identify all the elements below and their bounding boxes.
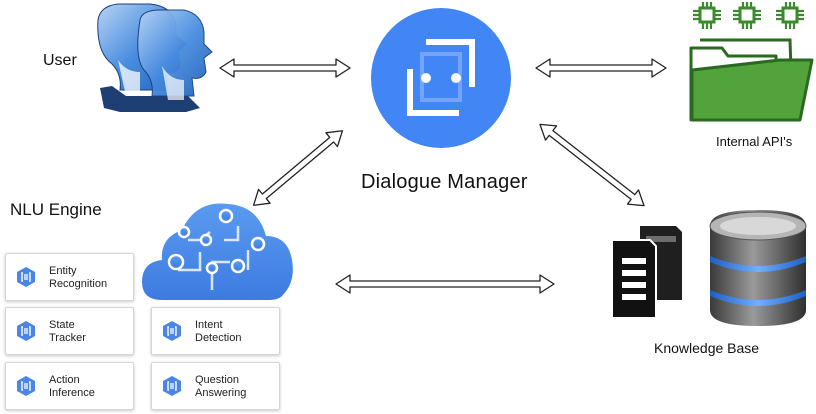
card-line1: Intent [195,319,223,331]
card-question-answering: Question Answering [151,362,280,410]
card-line1: State [49,319,75,331]
nlu-engine-label: NLU Engine [10,200,102,219]
arrow-dm-nlu [252,130,344,206]
card-line1: Question [195,374,240,386]
arrow-user-dm [219,58,351,78]
card-line2: Tracker [49,332,86,344]
arrow-nlu-kb [335,274,555,294]
internal-apis-label: Internal API's [716,134,793,149]
card-line1: Action [49,374,80,386]
dialogue-manager-label: Dialogue Manager [361,171,528,193]
card-text: Action Inference [49,374,95,400]
card-action-inference: Action Inference [5,362,134,410]
database-icon [709,210,807,326]
card-text: Question Answering [195,374,246,400]
knowledge-base-label: Knowledge Base [654,340,760,356]
arrow-dm-kb [539,123,645,207]
card-line2: Recognition [49,278,108,290]
arrow-dm-api [535,58,667,78]
card-intent-detection: Intent Detection [151,307,280,355]
card-line2: Detection [195,332,242,344]
chip-icon [698,6,799,24]
user-icon [97,3,213,112]
card-line2: Inference [49,387,95,399]
card-line2: Answering [195,387,247,399]
card-entity-recognition: Entity Recognition [5,253,134,301]
card-text: Intent Detection [195,319,241,345]
card-text: Entity Recognition [49,265,107,291]
dialogue-manager-icon [371,8,511,148]
hexagon-module-icon [163,376,181,396]
user-label: User [43,52,77,69]
nlu-cloud-icon [142,203,293,300]
card-state-tracker: State Tracker [5,307,134,355]
documents-icon [611,226,682,319]
card-text: State Tracker [49,319,86,345]
card-line1: Entity [49,265,77,277]
hexagon-module-icon [17,267,35,287]
hexagon-module-icon [17,321,35,341]
internal-api-icon [689,2,814,122]
knowledge-base-icon [611,210,807,326]
hexagon-module-icon [163,321,181,341]
hexagon-module-icon [17,376,35,396]
